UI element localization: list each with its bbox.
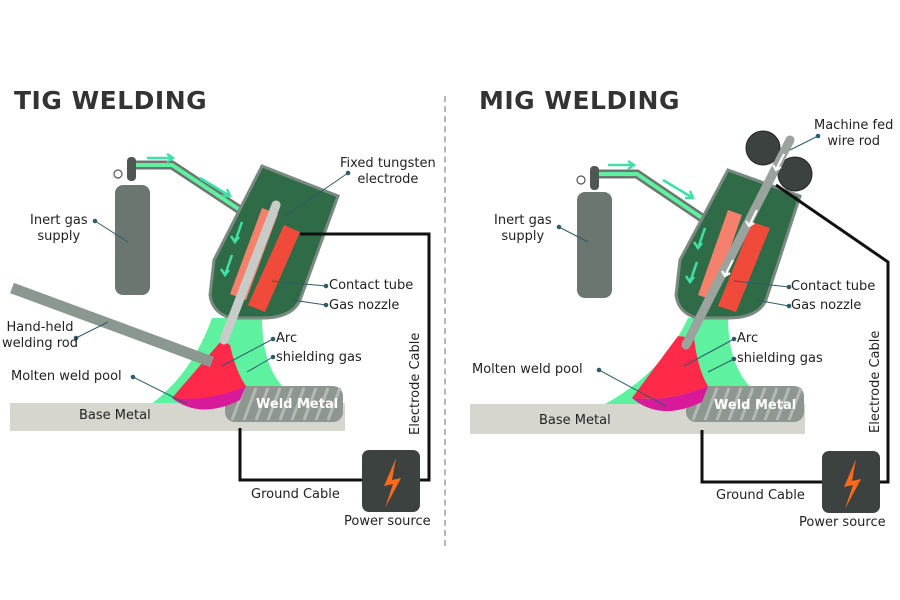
mig-arc bbox=[632, 336, 708, 399]
tig-label-shielding-gas: shielding gas bbox=[276, 350, 362, 365]
panel-divider bbox=[444, 96, 446, 546]
mig-label-power-source: Power source bbox=[799, 515, 886, 530]
wire-feed-roller-icon bbox=[745, 130, 813, 192]
mig-label-gas-supply-line1: Inert gas bbox=[494, 213, 552, 228]
mig-label-gas-nozzle: Gas nozzle bbox=[791, 298, 862, 313]
tig-contact-tube bbox=[248, 225, 300, 312]
lightning-bolt-icon bbox=[362, 450, 420, 512]
tig-label-filler-rod: Hand-held welding rod bbox=[2, 320, 78, 352]
tig-label-ground-cable: Ground Cable bbox=[251, 487, 340, 502]
mig-label-gas-supply: Inert gas supply bbox=[494, 213, 552, 245]
tig-filler-rod bbox=[10, 282, 214, 368]
tig-label-gas-supply: Inert gas supply bbox=[30, 213, 88, 245]
tig-torch bbox=[208, 164, 340, 345]
mig-weld-metal bbox=[686, 386, 804, 422]
tig-label-electrode: Fixed tungsten electrode bbox=[340, 156, 436, 188]
tig-title: TIG WELDING bbox=[14, 86, 208, 115]
mig-label-wire-line1: Machine fed bbox=[814, 118, 894, 133]
tig-label-arc: Arc bbox=[276, 331, 298, 346]
tig-label-contact-tube: Contact tube bbox=[329, 278, 414, 293]
mig-label-arc: Arc bbox=[737, 331, 759, 346]
mig-wire-rod bbox=[681, 135, 795, 350]
mig-weld-pool bbox=[632, 386, 708, 412]
tig-label-filler-rod-line1: Hand-held bbox=[6, 320, 74, 335]
mig-group bbox=[470, 130, 890, 513]
mig-label-electrode-cable: Electrode Cable bbox=[868, 330, 883, 433]
tig-tungsten-electrode bbox=[219, 200, 281, 345]
tig-label-power-source: Power source bbox=[344, 514, 431, 529]
mig-electrode-cable bbox=[775, 183, 890, 484]
mig-label-wire-line2: wire rod bbox=[827, 134, 881, 149]
tig-group bbox=[10, 152, 431, 512]
mig-label-wire: Machine fed wire rod bbox=[814, 118, 893, 150]
mig-label-shielding-gas: shielding gas bbox=[737, 351, 823, 366]
mig-title: MIG WELDING bbox=[479, 86, 680, 115]
lightning-bolt-icon bbox=[822, 451, 880, 513]
tig-label-weld-pool: Molten weld pool bbox=[11, 369, 122, 384]
tig-label-filler-rod-line2: welding rod bbox=[2, 336, 78, 351]
tig-ground-cable bbox=[238, 428, 362, 482]
tig-label-gas-supply-line1: Inert gas bbox=[30, 213, 88, 228]
tig-label-gas-nozzle: Gas nozzle bbox=[329, 298, 400, 313]
mig-ground-cable bbox=[700, 430, 822, 484]
mig-label-weld-metal: Weld Metal bbox=[714, 398, 797, 413]
gas-flow-arrows bbox=[608, 159, 695, 200]
tig-electrode-cable bbox=[300, 232, 431, 482]
gas-flow-arrows bbox=[147, 152, 232, 198]
tig-label-gas-supply-line2: supply bbox=[37, 229, 81, 244]
mig-label-base-metal: Base Metal bbox=[539, 413, 611, 428]
mig-contact-tube bbox=[718, 222, 770, 312]
mig-label-ground-cable: Ground Cable bbox=[716, 488, 805, 503]
wire-feed-arrows bbox=[721, 153, 785, 278]
tig-label-base-metal: Base Metal bbox=[79, 408, 151, 423]
tig-weld-metal bbox=[225, 386, 343, 422]
gas-cylinder-icon bbox=[113, 157, 150, 295]
tig-weld-pool bbox=[172, 386, 246, 410]
tig-label-electrode-line2: electrode bbox=[357, 172, 419, 187]
mig-label-gas-supply-line2: supply bbox=[501, 229, 545, 244]
mig-label-weld-pool: Molten weld pool bbox=[472, 362, 583, 377]
tig-label-weld-metal: Weld Metal bbox=[256, 397, 339, 412]
tig-arc bbox=[172, 340, 246, 399]
mig-label-contact-tube: Contact tube bbox=[791, 279, 876, 294]
gas-cylinder-icon bbox=[576, 166, 612, 298]
tig-label-electrode-line1: Fixed tungsten bbox=[340, 156, 436, 171]
